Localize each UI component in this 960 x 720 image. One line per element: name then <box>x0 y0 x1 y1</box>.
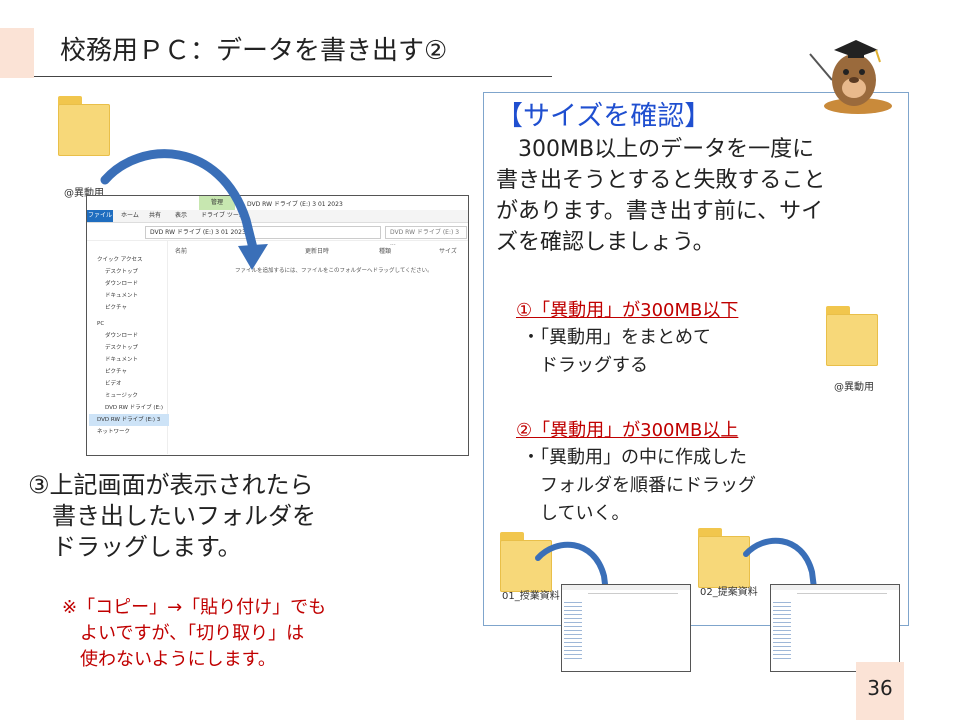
mini-explorer-window <box>770 584 900 672</box>
address-row: DVD RW ドライブ (E:) 3 01 2023 DVD RW ドライブ (… <box>87 224 468 247</box>
folder-icon <box>698 528 750 588</box>
case2-heading: ②「異動用」が300MB以上 <box>516 420 739 441</box>
nav-item[interactable]: ダウンロード <box>105 333 139 339</box>
folder-icon <box>58 96 110 156</box>
slide-title: 校務用ＰＣ：データを書き出す② <box>60 36 448 66</box>
nav-item[interactable]: PC <box>97 321 105 327</box>
nav-item[interactable]: デスクトップ <box>105 269 139 275</box>
address-bar[interactable]: DVD RW ドライブ (E:) 3 01 2023 <box>145 226 381 239</box>
navigation-pane: クイック アクセス デスクトップ ダウンロード ドキュメント ピクチャ PC ダ… <box>89 254 169 438</box>
folder-label-sub2: 02_提案資料 <box>700 587 758 598</box>
nav-item[interactable]: ピクチャ <box>105 305 127 311</box>
info-heading: 【サイズを確認】 <box>496 101 712 132</box>
tab-view[interactable]: 表示 <box>175 212 188 219</box>
explorer-titlebar: 管理 DVD RW ドライブ (E:) 3 01 2023 <box>87 196 468 210</box>
column-name[interactable]: 名前 <box>175 248 188 255</box>
nav-item[interactable]: ドキュメント <box>105 357 139 363</box>
page-number-accent <box>856 662 904 720</box>
folder-icon <box>826 306 878 366</box>
folder-icon <box>500 532 552 592</box>
nav-item[interactable]: ピクチャ <box>105 369 127 375</box>
info-body: 300MB以上のデータを一度に 書き出そうとすると失敗すること があります。書き… <box>496 137 826 255</box>
ribbon-tabs: ファイル ホーム 共有 表示 ドライブ ツール <box>87 210 468 223</box>
search-box[interactable]: DVD RW ドライブ (E:) 3 ... <box>385 226 467 247</box>
tab-share[interactable]: 共有 <box>149 212 162 219</box>
column-modified[interactable]: 更新日時 <box>305 248 330 255</box>
empty-folder-message: ファイルを追加するには、ファイルをこのフォルダーへドラッグしてください。 <box>235 268 433 274</box>
tab-home[interactable]: ホーム <box>121 212 139 219</box>
nav-item[interactable]: ビデオ <box>105 381 122 387</box>
step-instruction: ③上記画面が表示されたら 書き出したいフォルダを ドラッグします。 <box>28 471 316 561</box>
nav-item[interactable]: ネットワーク <box>97 429 131 435</box>
folder-label-sub1: 01_授業資料 <box>502 591 560 602</box>
folder-label-right: @異動用 <box>834 382 874 393</box>
title-accent-bar <box>0 28 34 78</box>
nav-item[interactable]: ドキュメント <box>105 293 139 299</box>
nav-item[interactable]: デスクトップ <box>105 345 139 351</box>
nav-item[interactable]: ダウンロード <box>105 281 139 287</box>
nav-item-selected[interactable]: DVD RW ドライブ (E:) 3 <box>89 414 169 426</box>
title-underline <box>34 76 552 77</box>
nav-item[interactable]: DVD RW ドライブ (E:) <box>105 405 164 411</box>
column-type[interactable]: 種類 <box>379 248 392 255</box>
step-note: ※「コピー」→「貼り付け」でも よいですが、「切り取り」は 使わないようにします… <box>62 597 327 670</box>
explorer-window: 管理 DVD RW ドライブ (E:) 3 01 2023 ファイル ホーム 共… <box>86 195 469 456</box>
folder-label-top: @異動用 <box>64 188 104 199</box>
explorer-title: DVD RW ドライブ (E:) 3 01 2023 <box>247 201 343 208</box>
tab-manage[interactable]: 管理 <box>199 196 235 210</box>
case1-body: ・「異動用」をまとめて ドラッグする <box>522 327 711 376</box>
nav-item[interactable]: クイック アクセス <box>97 257 143 263</box>
tab-file[interactable]: ファイル <box>87 210 113 222</box>
case1-heading: ①「異動用」が300MB以下 <box>516 300 739 321</box>
drag-arrow-icon <box>100 149 268 270</box>
nav-item[interactable]: ミュージック <box>105 393 138 399</box>
tab-drive-tools[interactable]: ドライブ ツール <box>201 212 245 219</box>
case2-body: ・「異動用」の中に作成した フォルダを順番にドラッグ していく。 <box>522 447 756 524</box>
mini-explorer-window <box>561 584 691 672</box>
page-number: 36 <box>867 676 893 700</box>
column-size[interactable]: サイズ <box>439 248 457 255</box>
pane-divider <box>167 240 168 454</box>
mascot-icon <box>809 40 892 114</box>
